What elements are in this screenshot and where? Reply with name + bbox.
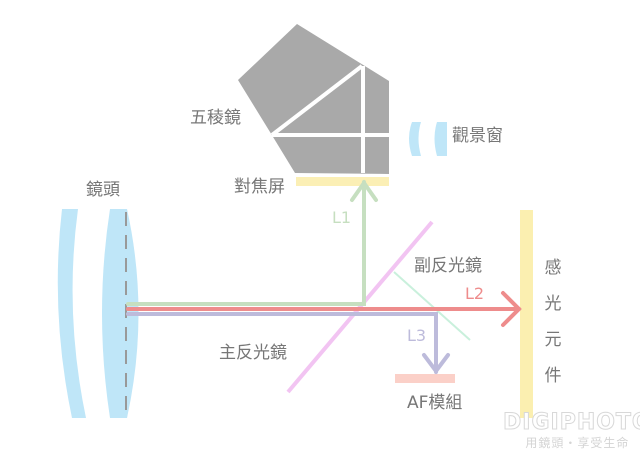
focus-screen	[296, 177, 389, 186]
sub-mirror	[393, 271, 471, 341]
pentaprism-label: 五稜鏡	[190, 108, 241, 128]
l2-label: L2	[465, 284, 485, 303]
main-mirror-label: 主反光鏡	[219, 343, 287, 363]
watermark-logo: DIGIPHOTO	[503, 410, 640, 435]
sensor-label-char: 元	[544, 330, 562, 350]
viewfinder-label: 觀景窗	[452, 126, 503, 146]
sensor-label-char: 光	[544, 294, 562, 314]
viewfinder-eyepiece	[409, 122, 447, 156]
af-module	[395, 374, 455, 383]
light-path-l3	[126, 312, 450, 375]
sensor-label-char: 感	[544, 258, 562, 278]
l1-label: L1	[332, 208, 352, 227]
lens-label: 鏡頭	[86, 180, 120, 200]
lens-elements	[57, 209, 139, 418]
image-sensor	[520, 210, 533, 418]
pentaprism	[238, 24, 389, 174]
light-path-l2	[126, 291, 522, 327]
l3-label: L3	[407, 326, 427, 345]
sensor-label: 感 光 元 件	[544, 250, 562, 394]
sub-mirror-label: 副反光鏡	[414, 256, 482, 276]
watermark-slogan: 用鏡頭・享受生命	[525, 436, 630, 450]
sensor-label-char: 件	[544, 366, 562, 386]
af-module-label: AF模組	[407, 393, 463, 413]
watermark: DIGIPHOTO 用鏡頭・享受生命	[503, 410, 640, 451]
focus-screen-label: 對焦屏	[234, 177, 285, 197]
light-path-l1	[126, 179, 378, 306]
